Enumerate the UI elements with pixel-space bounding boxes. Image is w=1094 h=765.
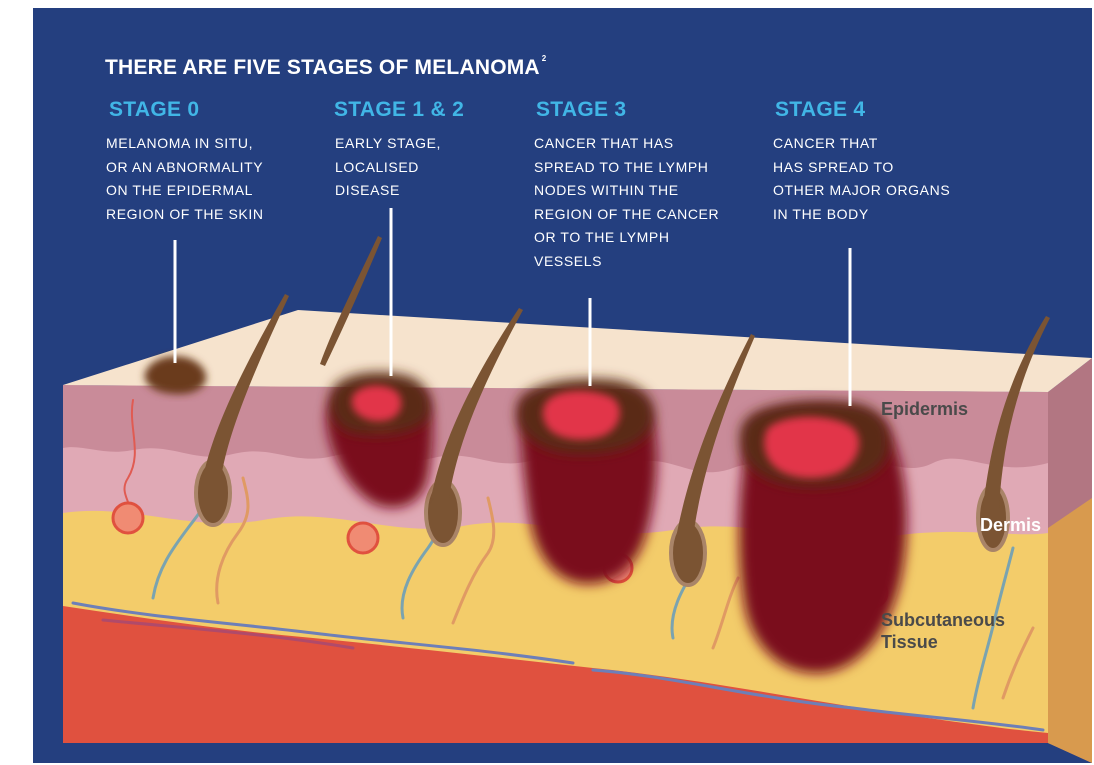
title-footnote: 2 bbox=[542, 54, 547, 63]
epidermis-label: Epidermis bbox=[881, 398, 968, 420]
stage-3-description: CANCER THAT HAS SPREAD TO THE LYMPH NODE… bbox=[534, 132, 719, 273]
stage-1-2-heading: STAGE 1 & 2 bbox=[334, 98, 464, 122]
subcutaneous-tissue-label: Subcutaneous Tissue bbox=[881, 609, 1005, 653]
dermis-label: Dermis bbox=[980, 514, 1041, 536]
stage-0-heading: STAGE 0 bbox=[109, 98, 199, 122]
infographic-panel: THERE ARE FIVE STAGES OF MELANOMA2 STAGE… bbox=[33, 8, 1092, 763]
stage-4-description: CANCER THAT HAS SPREAD TO OTHER MAJOR OR… bbox=[773, 132, 950, 226]
stage-0-description: MELANOMA IN SITU, OR AN ABNORMALITY ON T… bbox=[106, 132, 264, 226]
page-title: THERE ARE FIVE STAGES OF MELANOMA2 bbox=[105, 56, 546, 80]
side-subcutaneous bbox=[1048, 498, 1092, 763]
stage-4-heading: STAGE 4 bbox=[775, 98, 865, 122]
stage-1-2-description: EARLY STAGE, LOCALISED DISEASE bbox=[335, 132, 441, 203]
stage-3-heading: STAGE 3 bbox=[536, 98, 626, 122]
title-text: THERE ARE FIVE STAGES OF MELANOMA bbox=[105, 56, 540, 79]
